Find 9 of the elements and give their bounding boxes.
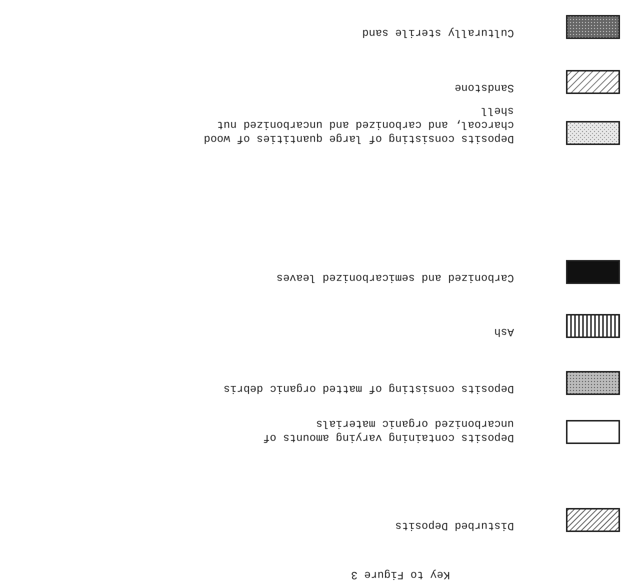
legend-text: Ash [493,324,514,338]
legend-text: Culturally sterile sand [361,25,514,39]
legend-text: Deposits containing varying amounts of uncarbonized organic materials [262,416,514,444]
legend-text: Sandstone [454,80,514,94]
key-title: Key to Figure 3 [350,568,450,580]
legend-text: Carbonized and semicarbonized leaves [275,270,514,284]
legend-text: Disturbed Deposits [394,518,514,532]
legend-text: Deposits consisting of large quantities of wood charcoal, and carbonized and uncarbonized nut shell [202,103,514,145]
legend-text: Deposits consisting of matted organic debris [222,381,514,395]
